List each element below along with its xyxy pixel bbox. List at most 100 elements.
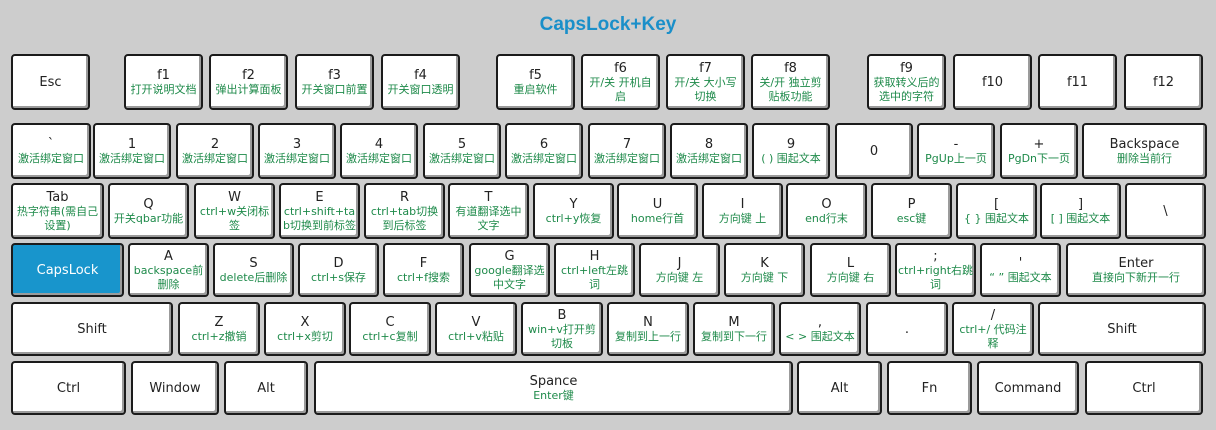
key-right-bracket[interactable]: ][ ] 围起文本 [1040, 183, 1121, 239]
key-esc[interactable]: Esc [11, 54, 90, 110]
key-9[interactable]: 9( ) 围起文本 [752, 123, 830, 179]
key-alt-2[interactable]: Alt [797, 361, 882, 415]
key-minus[interactable]: -PgUp上一页 [917, 123, 995, 179]
key-alt[interactable]: Alt [224, 361, 308, 415]
key-function: end行末 [805, 211, 848, 225]
key-comma[interactable]: ,< > 围起文本 [779, 302, 861, 356]
key-f11[interactable]: f11 [1038, 54, 1117, 110]
key-label: f11 [1066, 74, 1089, 90]
key-plus[interactable]: +PgDn下一页 [1000, 123, 1078, 179]
key-window[interactable]: Window [131, 361, 219, 415]
key-slash[interactable]: /ctrl+/ 代码注释 [952, 302, 1034, 356]
key-function: delete后删除 [219, 270, 288, 284]
key-function: 热字符串(需自己设置) [16, 204, 99, 232]
key-function: ctrl+shift+tab切换到前标签 [283, 204, 356, 232]
key-label: Z [214, 314, 224, 330]
key-label: W [228, 189, 241, 205]
key-ctrl-2[interactable]: Ctrl [1085, 361, 1203, 415]
key-function: 打开说明文档 [130, 82, 197, 96]
key-label: \ [1163, 203, 1168, 219]
key-label: D [333, 255, 344, 271]
key-shift[interactable]: Shift [11, 302, 173, 356]
key-function: 复制到下一行 [701, 329, 767, 343]
key-function: 激活绑定窗口 [594, 151, 660, 165]
key-function: 关/开 独立剪贴板功能 [759, 75, 822, 103]
key-function: ctrl+f搜索 [396, 270, 451, 284]
key-label: 1 [127, 136, 137, 152]
key-backtick[interactable]: `激活绑定窗口 [11, 123, 91, 179]
key-function: 删除当前行 [1117, 151, 1172, 165]
key-left-bracket[interactable]: [{ } 围起文本 [956, 183, 1037, 239]
key-command[interactable]: Command [977, 361, 1079, 415]
key-label: f10 [981, 74, 1004, 90]
key-f10[interactable]: f10 [953, 54, 1032, 110]
key-capslock[interactable]: CapsLock [11, 243, 124, 297]
key-function: 方向键 上 [718, 211, 767, 225]
key-label: CapsLock [36, 262, 99, 278]
key-function: 激活绑定窗口 [264, 151, 330, 165]
key-shift-2[interactable]: Shift [1038, 302, 1206, 356]
key-semicolon[interactable]: ;ctrl+right右跳词 [895, 243, 976, 297]
key-label: , [817, 314, 823, 330]
key-period[interactable]: . [866, 302, 948, 356]
key-label: f9 [900, 60, 913, 76]
key-ctrl[interactable]: Ctrl [11, 361, 126, 415]
key-f12[interactable]: f12 [1124, 54, 1203, 110]
key-quote[interactable]: '“ ” 围起文本 [980, 243, 1061, 297]
key-backslash[interactable]: \ [1125, 183, 1206, 239]
key-0[interactable]: 0 [835, 123, 913, 179]
key-fn[interactable]: Fn [887, 361, 972, 415]
key-label: Backspace [1109, 136, 1180, 152]
key-label: Shift [77, 321, 107, 337]
key-function: ctrl+x剪切 [277, 329, 333, 343]
